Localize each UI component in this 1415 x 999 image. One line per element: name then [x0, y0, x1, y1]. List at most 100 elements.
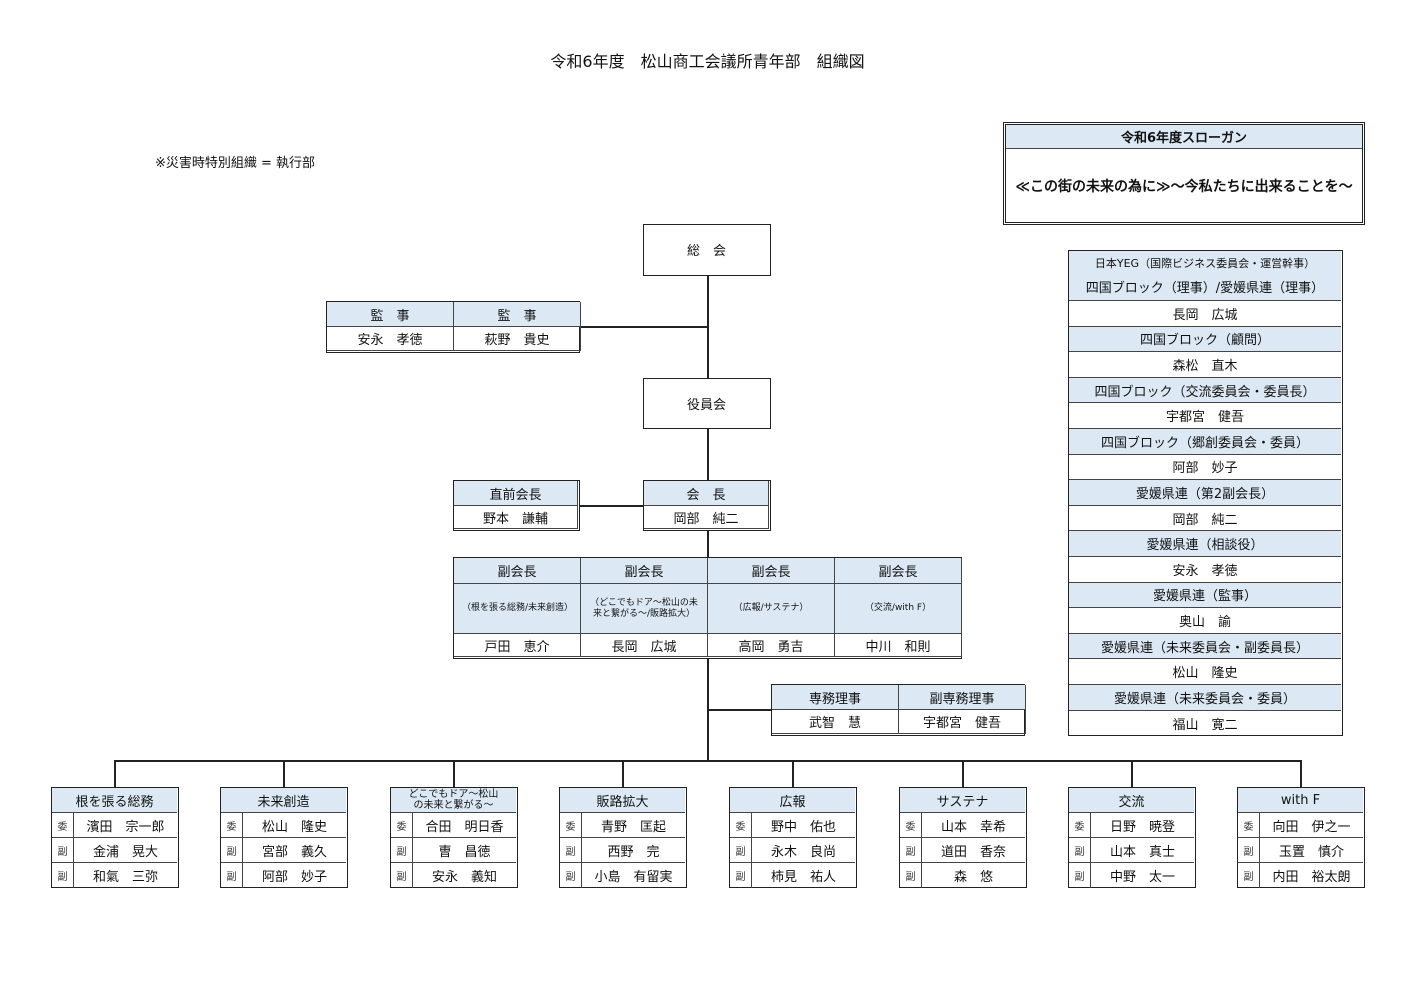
member-name: 向田 伊之一 [1260, 813, 1363, 838]
member-position: 副 [391, 838, 413, 863]
member-name: 和氣 三弥 [92, 870, 158, 885]
vice-president-role: 副会長 [581, 558, 708, 584]
member-name: 山本 幸希 [922, 813, 1025, 838]
director-role: 専務理事 [772, 685, 899, 710]
slogan-header: 令和6年度スローガン [1006, 125, 1362, 149]
board-label: 役員会 [686, 397, 726, 413]
member-name: 内田 裕太朗 [1272, 870, 1351, 885]
connector-line [707, 429, 709, 480]
member-name: 西野 完 [582, 838, 685, 863]
director-name: 武智 慧 [772, 710, 899, 734]
member-position: 副 [730, 838, 752, 863]
member-name: 中野 太一 [1109, 870, 1175, 885]
member-name: 宮部 義久 [243, 838, 346, 863]
director-role: 副専務理事 [899, 685, 1026, 710]
connector-line [792, 760, 794, 787]
committee-name: どこでもドア～松山の未来と繋がる～ [391, 788, 516, 813]
connector-line [283, 760, 285, 787]
vice-president-name: 高岡 勇吉 [708, 634, 835, 657]
member-position: 副 [52, 838, 74, 863]
external-role-title: 愛媛県連（未来委員会・委員） [1069, 685, 1341, 711]
external-role-line: 四国ブロック（理事）/愛媛県連（理事） [1085, 280, 1325, 296]
committee-name: 広報 [730, 788, 855, 813]
member-position: 委 [1238, 813, 1260, 838]
member-name: 合田 明日香 [413, 813, 516, 838]
external-role-title: 四国ブロック（交流委員会・委員長） [1069, 377, 1341, 404]
member-name: 安永 義知 [431, 870, 497, 885]
member-name: 濱田 宗一郎 [74, 813, 177, 838]
connector-line [962, 760, 964, 787]
member-position: 委 [221, 813, 243, 838]
external-role-name: 岡部 純二 [1069, 506, 1341, 532]
member-position: 委 [730, 813, 752, 838]
external-role-title: 愛媛県連（監事） [1069, 582, 1341, 609]
committee-name: with F [1238, 788, 1363, 813]
president-name: 岡部 純二 [644, 506, 769, 529]
committee-box: 広報委野中 佑也副永木 良尚副柿見 祐人 [729, 787, 857, 888]
member-position: 委 [52, 813, 74, 838]
connector-line [453, 760, 455, 787]
auditors-box: 監 事安永 孝徳監 事萩野 貴史 [326, 301, 581, 353]
connector-line [707, 709, 771, 711]
member-position: 副 [221, 863, 243, 888]
member-position: 副 [1069, 863, 1091, 888]
vice-president-role: 副会長 [708, 558, 835, 584]
member-position: 副 [391, 863, 413, 888]
committee-box: 販路拡大委青野 匡起副西野 完副小島 有留実 [559, 787, 687, 888]
external-role-name: 奥山 諭 [1069, 608, 1341, 634]
connector-line [1131, 760, 1133, 787]
external-role-name: 長岡 広城 [1069, 301, 1341, 327]
external-role-title: 愛媛県連（相談役） [1069, 531, 1341, 557]
page-title: 令和6年度 松山商工会議所青年部 組織図 [550, 52, 865, 71]
member-position: 委 [1069, 813, 1091, 838]
external-role-title: 愛媛県連（第2副会長） [1069, 480, 1341, 506]
external-role-line: 日本YEG（国際ビジネス委員会・運営幹事） [1094, 256, 1316, 270]
external-role-title: 四国ブロック（顧問） [1069, 326, 1341, 353]
vice-president-name: 長岡 広城 [581, 634, 708, 657]
member-name: 小島 有留実 [594, 870, 673, 885]
member-position: 副 [1238, 838, 1260, 863]
connector-line [1300, 760, 1302, 787]
external-role-title: 四国ブロック（郷創委員会・委員） [1069, 429, 1341, 455]
president-box: 会 長岡部 純二 [643, 480, 771, 531]
vice-president-role: 副会長 [835, 558, 962, 584]
member-name: 松山 隆史 [243, 813, 346, 838]
connector-line [114, 760, 1301, 762]
committee-name: 交流 [1069, 788, 1194, 813]
member-position: 副 [1238, 863, 1260, 888]
member-name: 玉置 慎介 [1260, 838, 1363, 863]
board-box: 役員会 [643, 378, 771, 429]
vice-president-scope: （根を張る総務/未来創造） [454, 584, 581, 634]
connector-line [580, 326, 708, 328]
vice-president-role: 副会長 [454, 558, 581, 584]
committee-box: 根を張る総務委濱田 宗一郎副金浦 晃大副和氣 三弥 [51, 787, 179, 888]
committee-box: 未来創造委松山 隆史副宮部 義久副阿部 妙子 [220, 787, 348, 888]
external-roles-box: 日本YEG（国際ビジネス委員会・運営幹事） 四国ブロック（理事）/愛媛県連（理事）… [1068, 250, 1343, 736]
external-role-name: 森松 直木 [1069, 352, 1341, 378]
vice-president-scope: （交流/with F） [835, 584, 962, 634]
past-president-name: 野本 謙輔 [454, 506, 578, 529]
committee-box: 交流委日野 暁登副山本 真士副中野 太一 [1068, 787, 1196, 888]
committee-box: どこでもドア～松山の未来と繋がる～委合田 明日香副曺 昌徳副安永 義知 [390, 787, 518, 888]
slogan-box: 令和6年度スローガン ≪この街の未来の為に≫～今私たちに出来ることを～ [1003, 122, 1365, 225]
member-name: 日野 暁登 [1091, 813, 1194, 838]
connector-line [114, 760, 116, 787]
vice-president-name: 中川 和則 [835, 634, 962, 657]
general-assembly-label: 総 会 [686, 244, 726, 259]
vice-president-scope: （どこでもドア～松山の未来と繋がる～/販路拡大） [581, 584, 708, 634]
external-role-name: 安永 孝徳 [1069, 557, 1341, 583]
auditor-name: 安永 孝徳 [327, 327, 454, 351]
member-name: 野中 佑也 [752, 813, 855, 838]
member-name: 金浦 晃大 [74, 838, 177, 863]
member-position: 副 [900, 863, 922, 888]
member-position: 委 [560, 813, 582, 838]
connector-line [707, 531, 709, 557]
member-position: 委 [900, 813, 922, 838]
external-role-title: 愛媛県連（未来委員会・副委員長） [1069, 633, 1341, 660]
connector-line [580, 505, 643, 507]
committee-name: 販路拡大 [560, 788, 685, 813]
committee-name: サステナ [900, 788, 1025, 813]
member-name: 永木 良尚 [752, 838, 855, 863]
slogan-text: ≪この街の未来の為に≫～今私たちに出来ることを～ [1015, 178, 1353, 195]
